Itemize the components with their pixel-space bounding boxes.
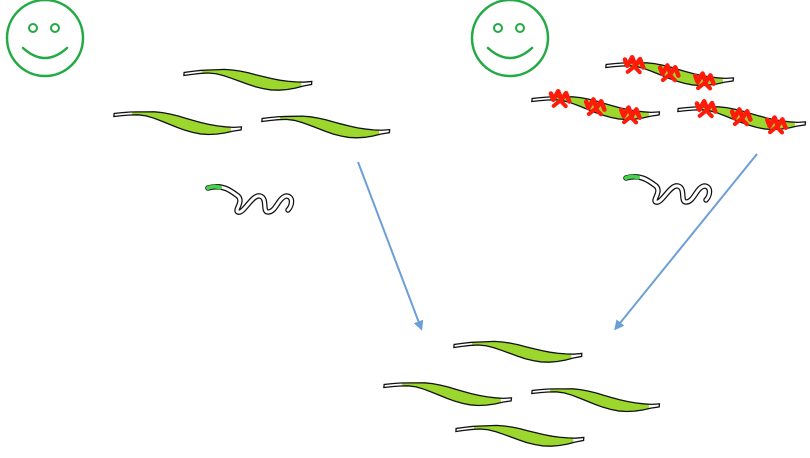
arrow-icon <box>616 154 757 328</box>
marked-worm <box>605 55 735 92</box>
worms-layer <box>113 55 807 449</box>
adult-worm <box>383 379 512 409</box>
arrow-icon <box>358 162 421 328</box>
red-mark-icon <box>694 73 714 90</box>
adult-worm <box>453 339 582 365</box>
red-mark-icon <box>766 117 786 134</box>
adult-worm <box>113 108 242 138</box>
juvenile-worm <box>626 177 710 203</box>
smiley-face-icon <box>472 0 548 76</box>
arrows-layer <box>358 154 757 328</box>
smiley-face-icon <box>7 0 83 76</box>
marked-worm <box>531 89 661 126</box>
adult-worm <box>261 113 390 141</box>
adult-worm <box>531 385 660 415</box>
adult-worm <box>455 423 584 449</box>
adult-worm <box>183 67 312 93</box>
red-mark-icon <box>620 107 640 124</box>
red-mark-icon <box>550 91 570 108</box>
marked-worm <box>677 99 807 136</box>
red-mark-icon <box>696 101 716 118</box>
red-mark-icon <box>624 57 644 74</box>
juvenile-worm <box>208 187 292 213</box>
smileys-layer <box>7 0 548 76</box>
